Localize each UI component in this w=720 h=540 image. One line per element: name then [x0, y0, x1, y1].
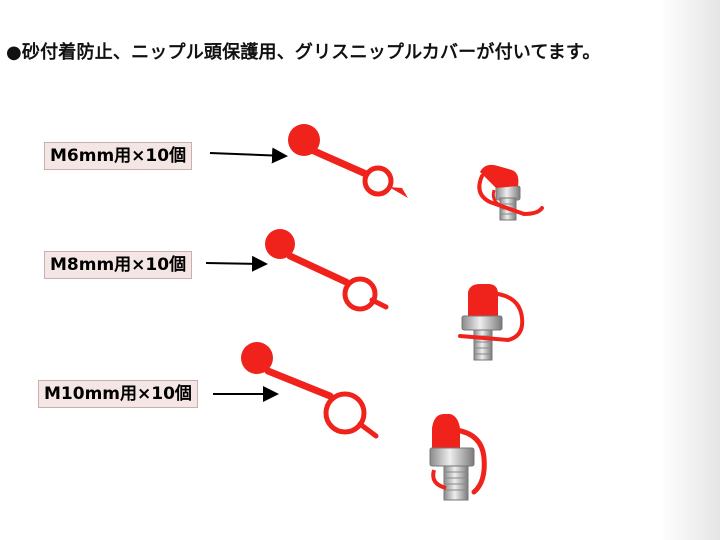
label-m10: M10mm用×10個 [38, 380, 198, 408]
background-shading [660, 0, 720, 540]
grease-nipple-m10 [429, 414, 487, 501]
label-m6: M6mm用×10個 [44, 142, 193, 170]
nipple-cover-m8 [265, 229, 389, 312]
nipple-cover-m10 [241, 342, 379, 439]
nipple-cover-m6 [288, 124, 408, 198]
headline: ●砂付着防止、ニップル頭保護用、グリスニップルカバーが付いてます。 [6, 42, 601, 63]
arrow-m8 [205, 255, 268, 272]
grease-nipple-m8 [458, 284, 525, 361]
grease-nipple-m6 [477, 164, 544, 221]
arrow-m6 [209, 147, 288, 164]
label-m8: M8mm用×10個 [44, 251, 193, 279]
